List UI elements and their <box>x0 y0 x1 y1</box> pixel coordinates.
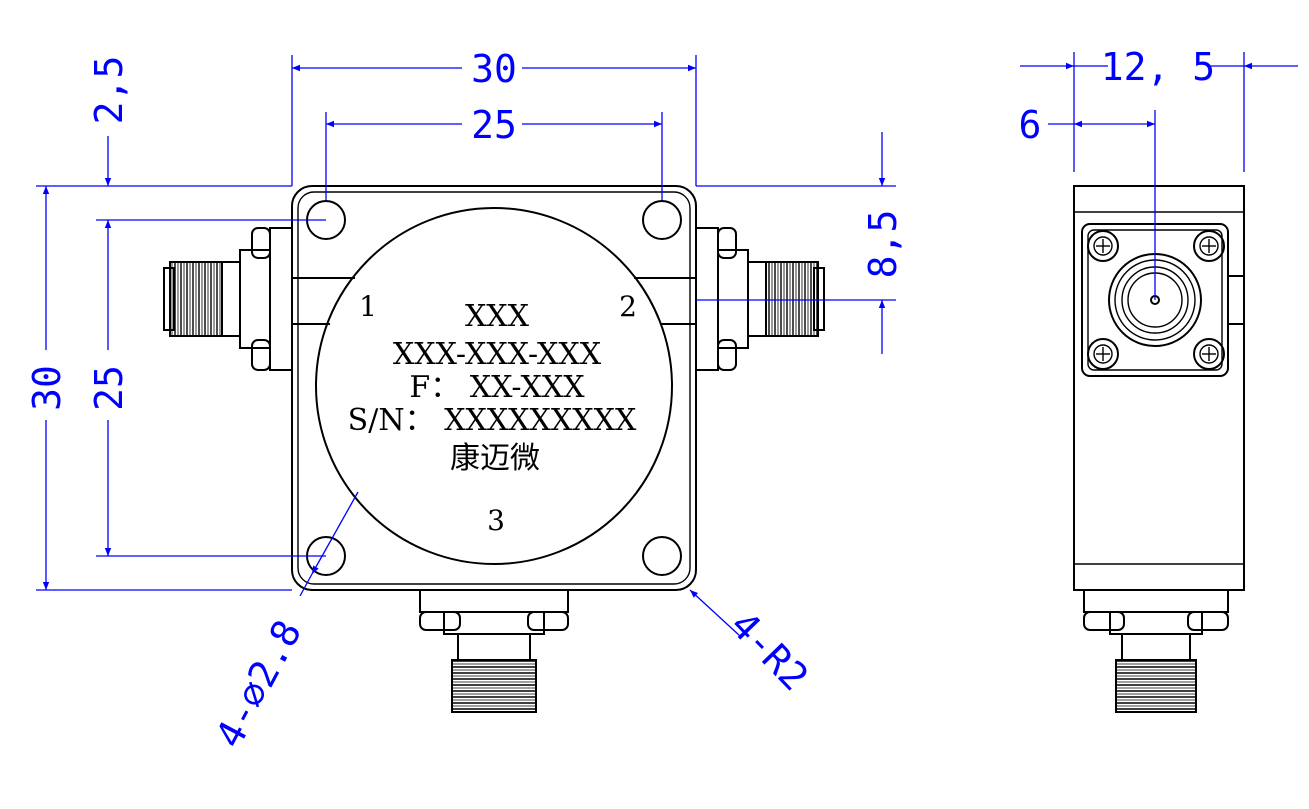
dim-width-overall: 30 <box>471 47 517 91</box>
side-view <box>1073 185 1245 713</box>
dim-hole-spacing-y: 25 <box>87 365 131 411</box>
side-bottom-connector <box>1083 589 1229 713</box>
mounting-hole-top-right <box>642 200 682 240</box>
port-label-1: 1 <box>359 290 377 323</box>
label-line-3: F： XX-XXX <box>409 370 585 405</box>
dim-corner-callout: 4-R2 <box>722 603 817 699</box>
dim-port-offset: 8,5 <box>861 210 905 279</box>
label-line-2: XXX-XXX-XXX <box>393 337 602 372</box>
label-line-1: XXX <box>465 299 530 334</box>
side-view-dimensions: 12, 5 6 <box>1019 45 1298 300</box>
flange-screw-bottom-left <box>1087 338 1119 370</box>
dim-connector-offset: 6 <box>1019 103 1042 147</box>
dim-hole-callout: 4-∅2.8 <box>207 613 310 755</box>
dim-thickness: 12, 5 <box>1101 45 1215 89</box>
ferrite-cover-disc <box>315 207 673 565</box>
label-line-4: S/N： XXXXXXXXX <box>348 403 637 438</box>
dim-hole-spacing-x: 25 <box>471 103 517 147</box>
port-label-3: 3 <box>487 504 505 537</box>
dim-hole-offset: 2,5 <box>87 56 131 125</box>
flange-screw-top-left <box>1087 230 1119 262</box>
flange-screw-bottom-right <box>1193 338 1225 370</box>
body-inner-edge <box>297 191 691 585</box>
top-view: XXX XXX-XXX-XXX F： XX-XXX S/N： XXXXXXXXX… <box>163 185 825 713</box>
mounting-hole-bottom-right <box>642 536 682 576</box>
port-label-2: 2 <box>619 290 637 323</box>
connector-port3 <box>419 589 569 713</box>
dim-height-overall: 30 <box>25 365 69 411</box>
flange-screw-top-right <box>1193 230 1225 262</box>
label-line-5: 康迈微 <box>450 441 540 476</box>
connector-port1 <box>163 227 355 371</box>
connector-port2 <box>634 227 825 371</box>
